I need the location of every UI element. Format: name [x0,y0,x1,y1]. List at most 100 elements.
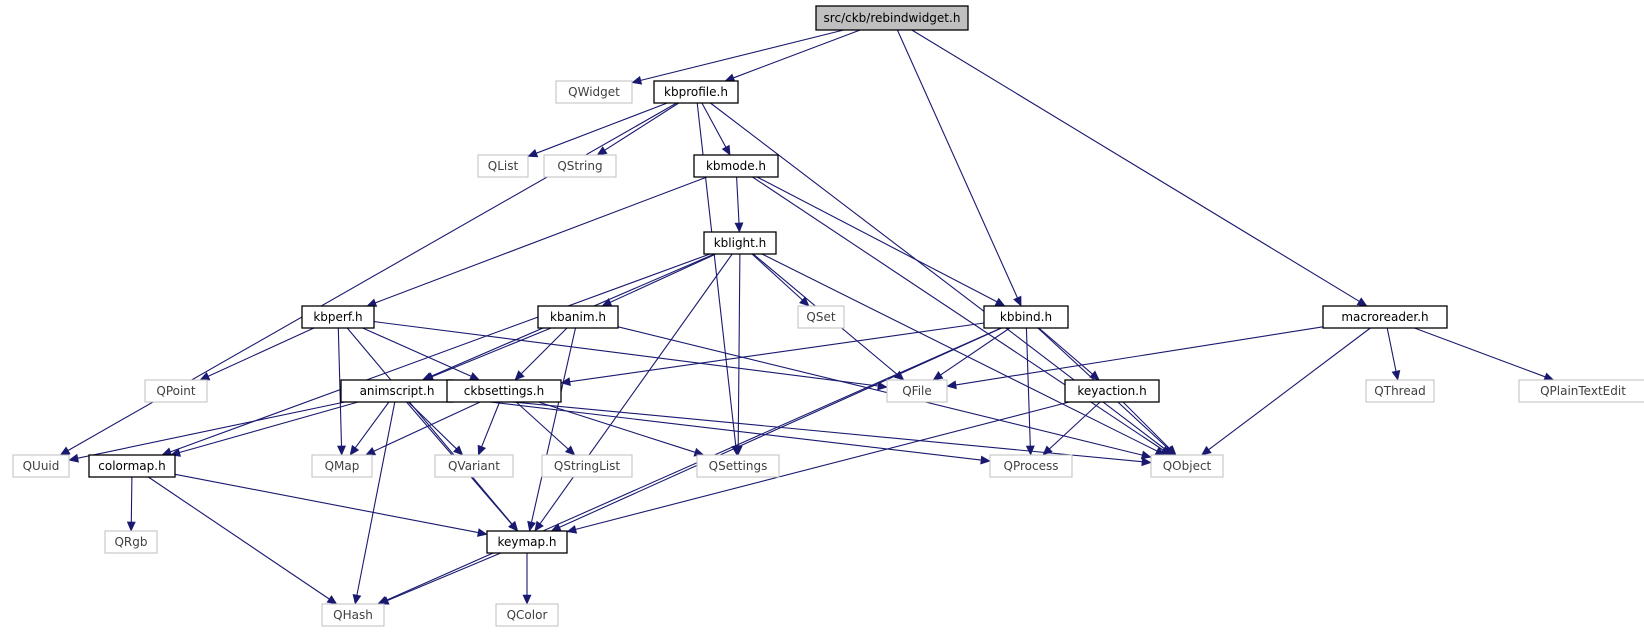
arrowhead-ckbsettings-to-qmap [365,447,377,456]
node-keymap[interactable]: keymap.h [486,530,568,554]
edge-animscript-to-qobject [452,395,1143,463]
arrowhead-keyaction-to-keymap [566,525,578,534]
node-label-qplaintextedit: QPlainTextEdit [1540,384,1626,398]
arrowhead-colormap-to-qhash [326,595,338,605]
node-box-keymap [486,530,568,554]
arrowhead-macroreader-to-qplaintextedit [1543,372,1555,381]
node-box-qstringlist [541,454,633,478]
edge-kbperf-to-keymap [346,327,513,525]
arrowhead-kbbind-to-qfile [932,371,944,381]
arrowhead-rebindwidget-to-qwidget [631,75,643,85]
node-box-qpoint [144,379,208,403]
arrowhead-animscript-to-quuid [68,453,79,463]
edge-kbbind-to-keyaction [1038,327,1093,375]
node-macroreader[interactable]: macroreader.h [1322,305,1448,329]
node-box-macroreader [1322,305,1448,329]
edge-macroreader-to-qobject [1208,327,1371,451]
edge-macroreader-to-qthread [1386,327,1397,372]
arrowhead-animscript-to-qvariant [452,445,464,456]
arrowhead-kbmode-to-kblight [734,222,744,233]
node-qrgb: QRgb [104,530,158,554]
node-qpoint: QPoint [144,379,208,403]
node-animscript[interactable]: animscript.h [340,379,454,403]
node-colormap[interactable]: colormap.h [88,454,176,478]
edges-layer [59,29,1555,605]
edge-animscript-to-colormap [179,401,359,454]
arrowhead-kbprofile-to-quuid [59,446,71,456]
edge-animscript-to-quuid [77,401,345,459]
edge-keyaction-to-qprocess [1049,401,1101,450]
arrowhead-animscript-to-qprocess [980,455,991,465]
node-label-qfile: QFile [902,384,932,398]
node-label-kblight: kblight.h [714,236,767,250]
edge-colormap-to-qhash [147,476,330,600]
node-kblight[interactable]: kblight.h [703,231,777,255]
edge-animscript-to-qmap [354,401,390,449]
node-rebindwidget[interactable]: src/ckb/rebindwidget.h [815,5,969,31]
edge-kbanim-to-animscript [431,327,552,378]
node-qvariant: QVariant [434,454,514,478]
arrowhead-kbperf-to-qmap [337,445,346,456]
node-qhash: QHash [321,603,385,627]
edge-rebindwidget-to-kbprofile [733,29,861,79]
arrowhead-keyaction-to-qprocess [1042,445,1053,456]
node-qstring: QString [543,154,617,178]
arrowhead-keyaction-to-qobject [1166,445,1177,456]
node-kbbind[interactable]: kbbind.h [983,305,1069,329]
edge-kblight-to-qsettings [737,253,741,447]
node-label-qwidget: QWidget [568,85,620,99]
node-box-kbmode [693,154,779,178]
node-label-rebindwidget: src/ckb/rebindwidget.h [824,11,961,25]
node-label-colormap: colormap.h [98,459,165,473]
node-label-animscript: animscript.h [360,384,435,398]
edge-keymap-to-qhash [387,552,502,602]
edge-kbperf-to-ckbsettings [362,327,472,377]
node-box-ckbsettings [446,379,562,403]
arrowhead-kbanim-to-keymap [527,520,536,532]
node-kbmode[interactable]: kbmode.h [693,154,779,178]
arrowhead-kbperf-to-ckbsettings [469,372,480,381]
node-kbperf[interactable]: kbperf.h [301,305,375,329]
edge-macroreader-to-qplaintextedit [1414,327,1546,378]
node-kbprofile[interactable]: kbprofile.h [653,80,739,104]
node-label-quuid: QUuid [23,459,60,473]
edge-kbbind-to-qfile [940,327,1011,376]
node-box-kbbind [983,305,1069,329]
node-box-qvariant [434,454,514,478]
edge-kbprofile-to-kbmode [701,102,727,148]
arrowhead-colormap-to-qrgb [126,521,136,532]
node-box-kbperf [301,305,375,329]
edge-colormap-to-keymap [174,473,479,534]
edge-kbmode-to-qobject [752,176,1164,451]
edge-kblight-to-qobject [761,253,1158,452]
arrowhead-ckbsettings-to-qvariant [477,444,487,456]
node-box-kbanim [537,305,619,329]
arrowhead-animscript-to-qhash [352,594,362,605]
arrowhead-kbanim-to-ckbsettings [514,370,525,381]
edge-rebindwidget-to-qwidget [640,29,844,81]
node-kbanim[interactable]: kbanim.h [537,305,619,329]
node-box-qstring [543,154,617,178]
arrowhead-macroreader-to-qthread [1391,370,1401,381]
node-label-qmap: QMap [325,459,360,473]
edge-keyaction-to-qobject [1122,401,1170,449]
edge-ckbsettings-to-qvariant [481,401,501,447]
node-label-qset: QSet [806,310,835,324]
node-box-quuid [12,454,70,478]
edge-kbmode-to-kbperf [375,176,708,304]
arrowhead-kblight-to-qset [799,296,810,307]
node-keyaction[interactable]: keyaction.h [1064,379,1160,403]
edge-kbmode-to-kblight [736,176,740,224]
node-box-qset [797,305,845,329]
arrowhead-animscript-to-keymap [508,521,518,532]
node-qsettings: QSettings [696,454,780,478]
node-label-keymap: keymap.h [497,535,556,549]
node-ckbsettings[interactable]: ckbsettings.h [446,379,562,403]
node-quuid: QUuid [12,454,70,478]
edge-kblight-to-keymap [539,253,733,525]
arrowhead-animscript-to-qmap [349,444,360,456]
arrowhead-kbbind-to-ckbsettings [560,377,571,387]
arrowhead-macroreader-to-qfile [946,380,957,390]
node-box-qwidget [555,80,633,104]
